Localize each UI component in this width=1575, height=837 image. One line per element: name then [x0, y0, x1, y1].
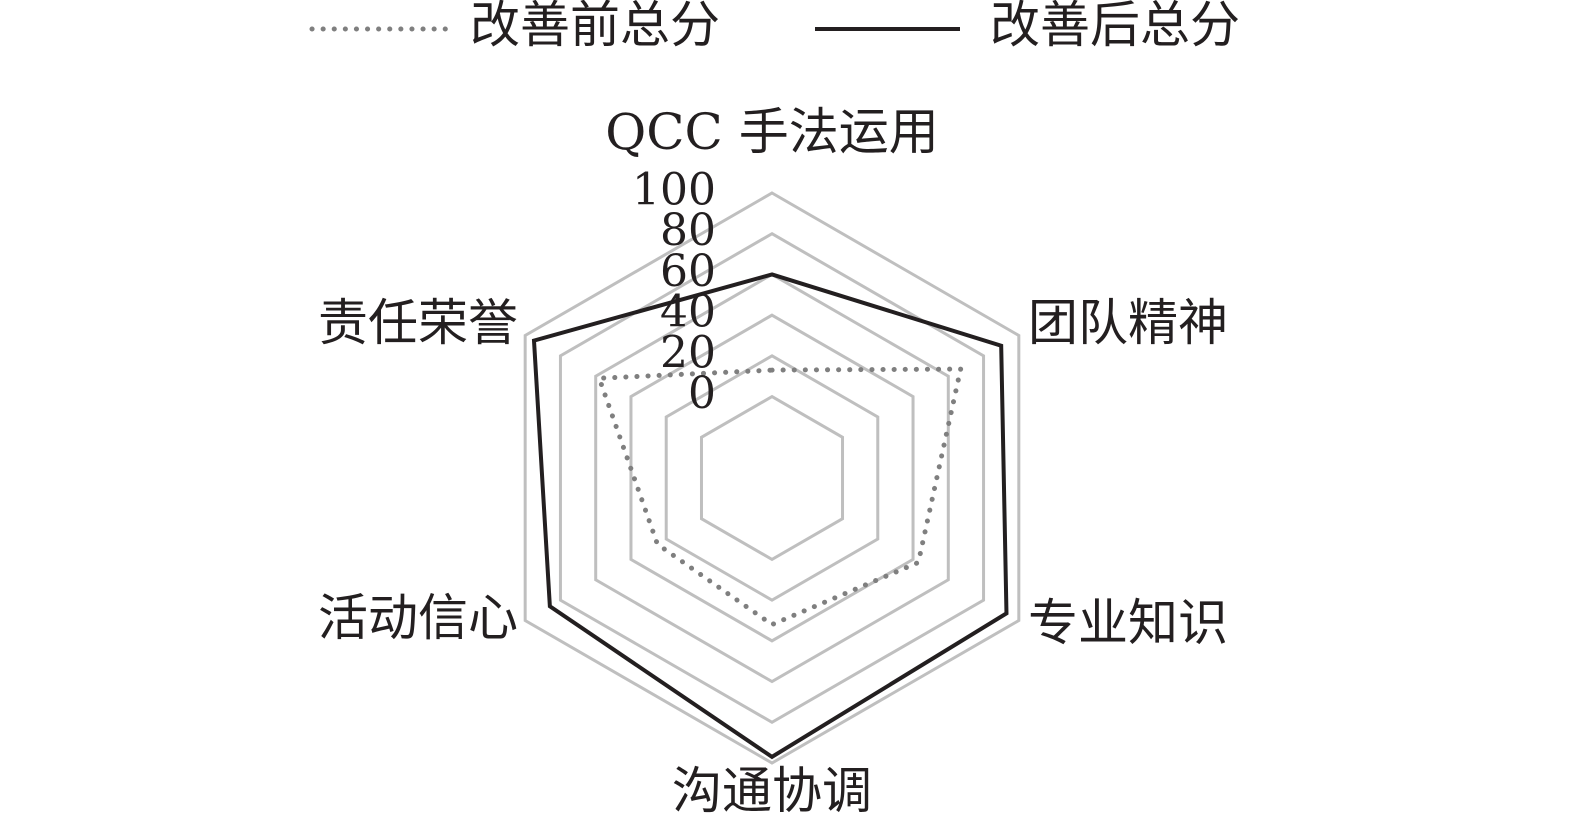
category-label-2: 团队精神	[1028, 294, 1228, 352]
grid-ring-80	[560, 234, 983, 723]
radar-grid	[525, 193, 1019, 763]
legend-label-1: 改善前总分	[470, 0, 720, 54]
category-label-6: 责任荣誉	[318, 294, 518, 352]
grid-ring-60	[596, 274, 949, 681]
category-label-4: 沟通协调	[672, 762, 872, 820]
legend-label-2: 改善后总分	[990, 0, 1240, 54]
category-label-5: 活动信心	[318, 589, 518, 647]
grid-ring-0	[701, 397, 842, 560]
tick-label-100: 100	[632, 165, 716, 216]
series-line-1	[599, 369, 960, 624]
legend: 改善前总分 改善后总分	[312, 0, 1240, 54]
grid-ring-100	[525, 193, 1019, 763]
series-line-2	[534, 274, 1006, 756]
category-label-3: 专业知识	[1028, 594, 1228, 652]
category-label-1: QCC 手法运用	[605, 103, 938, 161]
radar-series	[534, 274, 1006, 756]
